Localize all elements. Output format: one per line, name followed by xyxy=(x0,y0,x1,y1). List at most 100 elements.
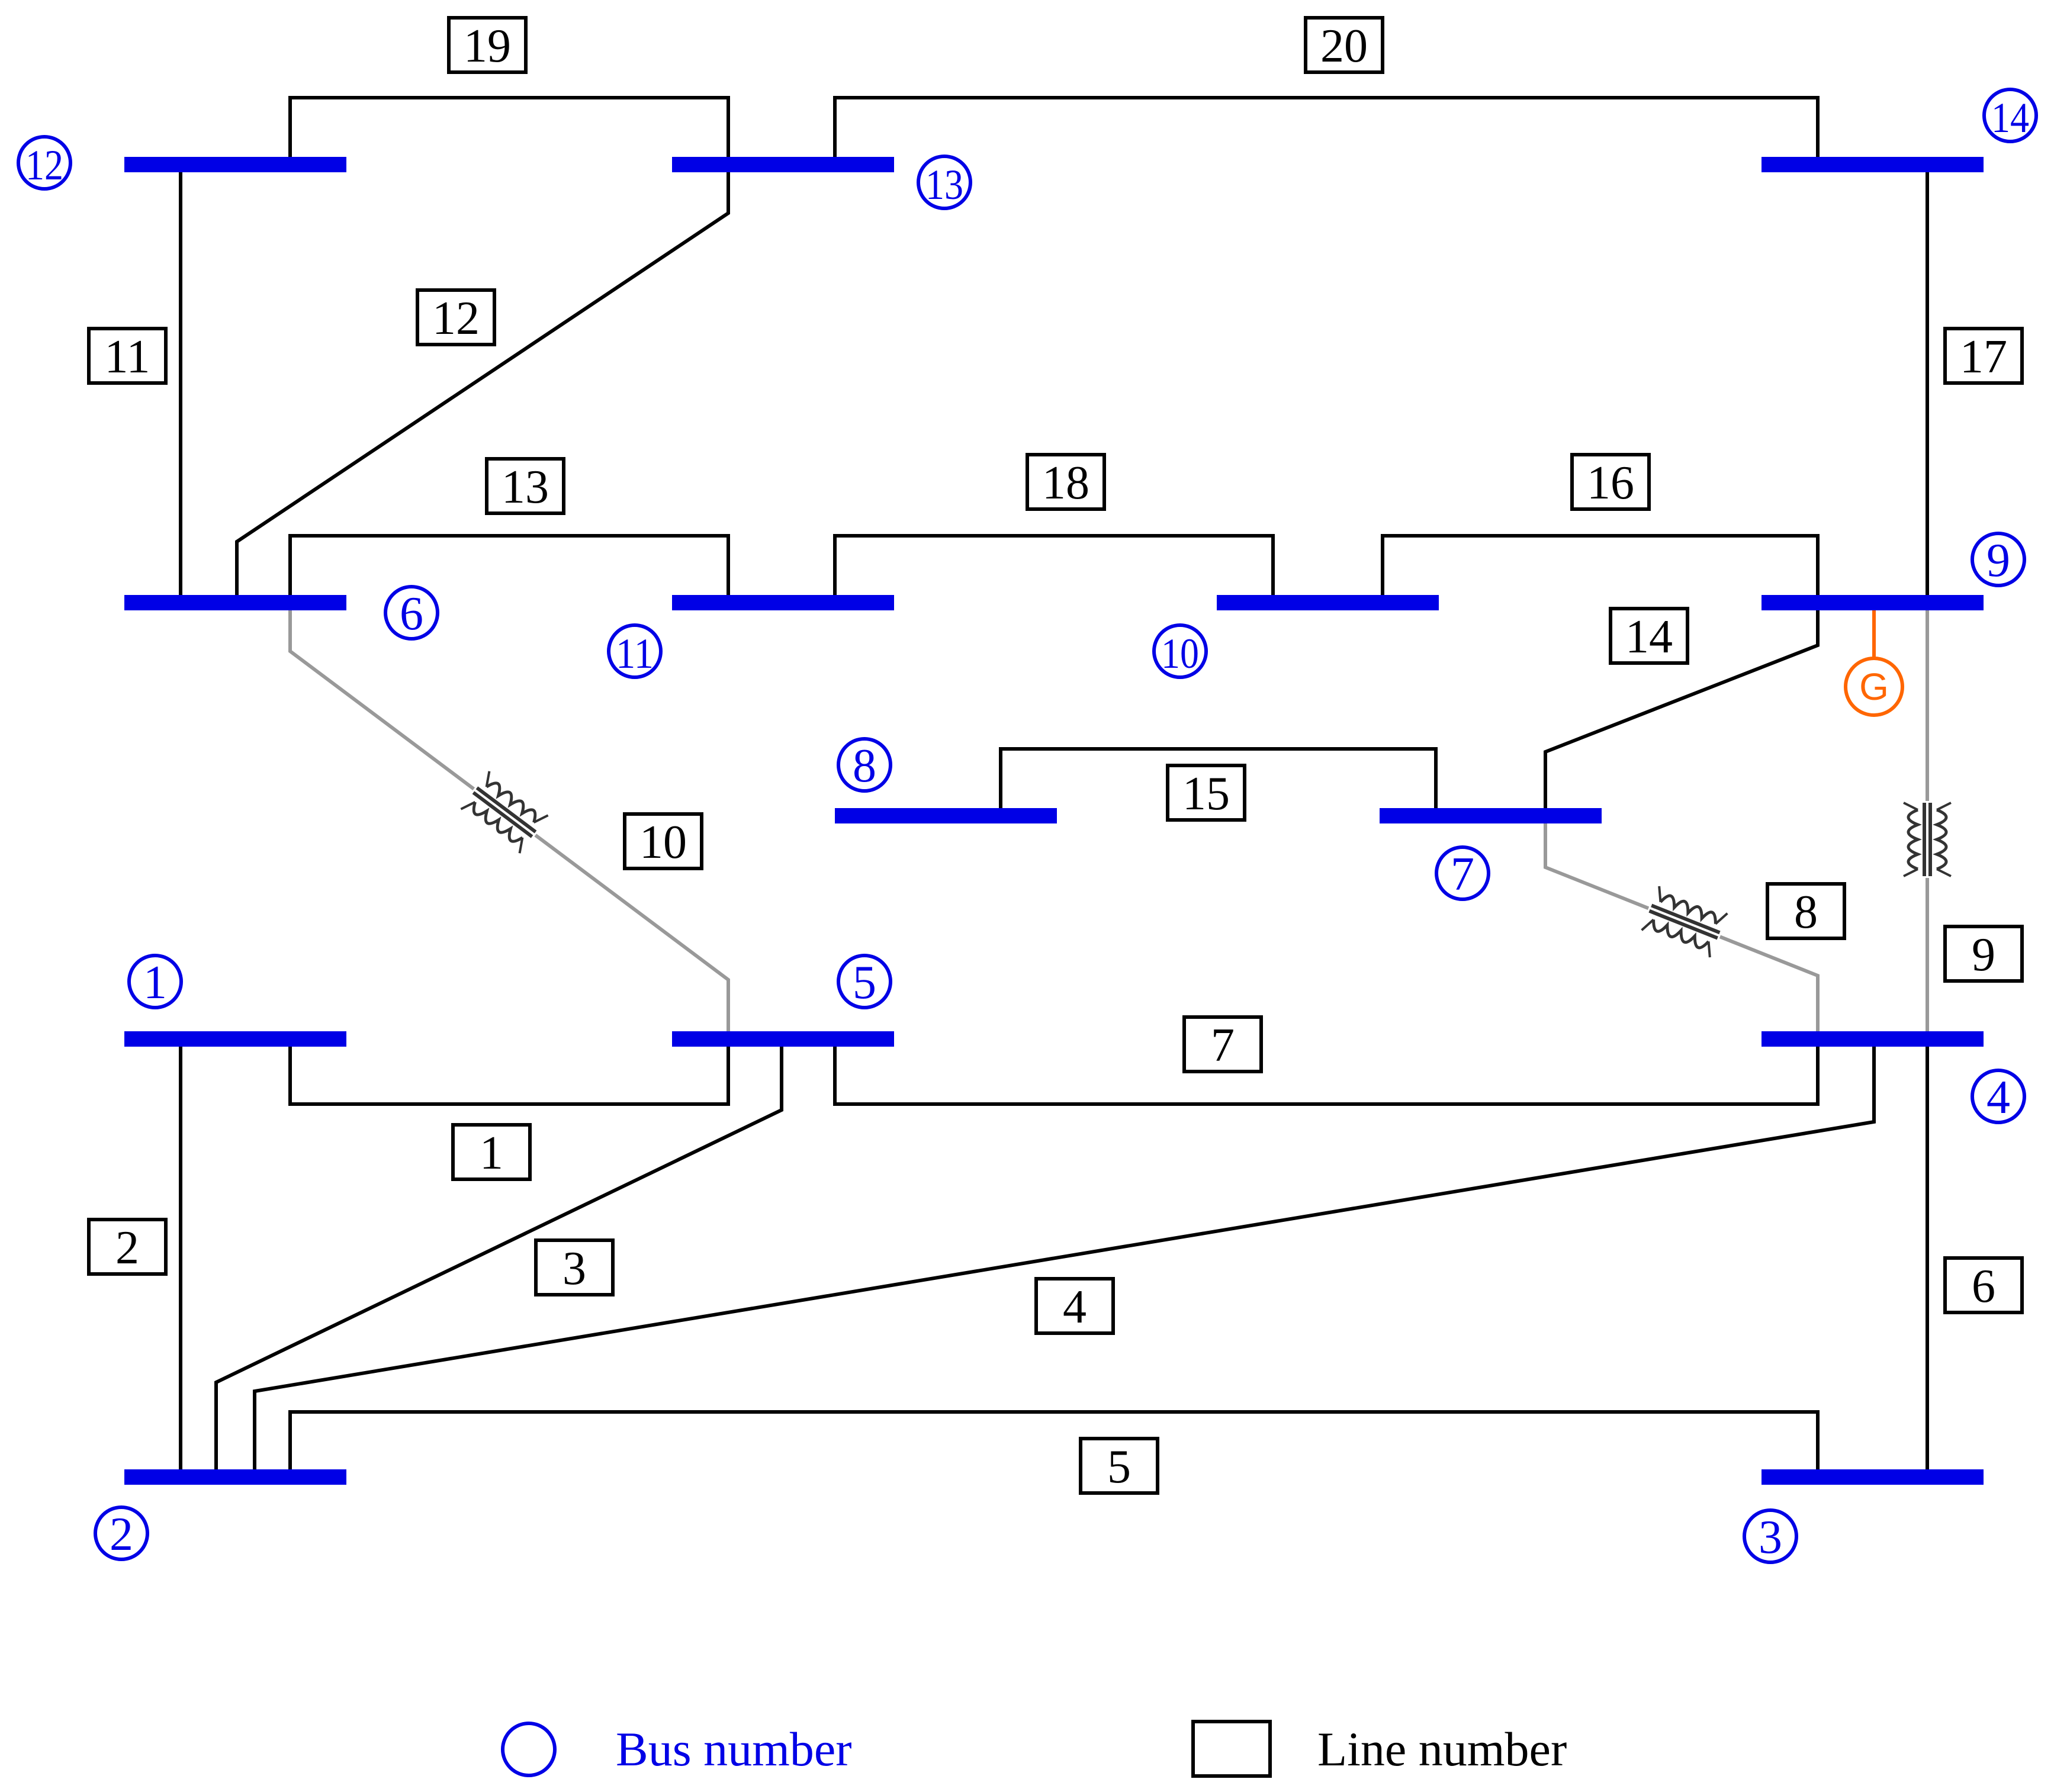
svg-text:14: 14 xyxy=(1625,611,1673,663)
line-label-20: 20 xyxy=(1304,16,1384,74)
svg-text:3: 3 xyxy=(1759,1511,1782,1563)
bus-label-13: 13 xyxy=(917,155,972,210)
line-label-6: 6 xyxy=(1943,1256,2024,1314)
bus-bar-1 xyxy=(124,1031,346,1047)
bus-bar-5 xyxy=(672,1031,894,1047)
svg-text:4: 4 xyxy=(1987,1072,2010,1124)
line-label-4: 4 xyxy=(1034,1277,1115,1335)
svg-text:7: 7 xyxy=(1451,848,1474,900)
svg-text:11: 11 xyxy=(616,630,654,677)
line-label-7: 7 xyxy=(1182,1015,1263,1073)
bus-bar-7 xyxy=(1380,808,1602,823)
svg-text:10: 10 xyxy=(639,816,687,868)
svg-text:9: 9 xyxy=(1987,535,2010,587)
line-label-3: 3 xyxy=(534,1238,615,1296)
line-19 xyxy=(288,96,730,165)
svg-text:2: 2 xyxy=(110,1508,133,1561)
line-label-5: 5 xyxy=(1079,1437,1159,1495)
svg-text:7: 7 xyxy=(1211,1019,1235,1072)
line-label-14: 14 xyxy=(1609,607,1689,665)
lines xyxy=(179,96,1929,1477)
line-12 xyxy=(235,165,730,603)
bus-bar-10 xyxy=(1217,595,1439,610)
svg-text:6: 6 xyxy=(400,588,423,640)
line-label-10: 10 xyxy=(623,812,703,870)
svg-text:1: 1 xyxy=(143,957,167,1009)
line-label-13: 13 xyxy=(485,457,565,515)
line-20 xyxy=(833,96,1820,165)
legend-bus-text: Bus number xyxy=(616,1722,852,1776)
bus-label-8: 8 xyxy=(837,737,892,793)
transformer-line-8 xyxy=(1641,886,1728,958)
svg-text:2: 2 xyxy=(115,1222,139,1274)
line-label-12: 12 xyxy=(416,288,496,346)
line-label-17: 17 xyxy=(1943,327,2024,385)
bus-label-14: 14 xyxy=(1982,88,2038,143)
svg-text:17: 17 xyxy=(1960,331,2007,383)
bus-bar-3 xyxy=(1762,1469,1984,1485)
line-1 xyxy=(288,1039,730,1106)
svg-text:1: 1 xyxy=(480,1127,503,1179)
line-label-19: 19 xyxy=(447,16,528,74)
bus-bar-8 xyxy=(835,808,1057,823)
svg-text:11: 11 xyxy=(104,331,150,383)
line-label-8: 8 xyxy=(1766,882,1846,940)
line-label-9: 9 xyxy=(1943,925,2024,983)
bus-label-4: 4 xyxy=(1971,1069,2026,1124)
bus-bar-14 xyxy=(1762,157,1984,172)
bus-bar-2 xyxy=(124,1469,346,1485)
bus-label-11: 11 xyxy=(607,623,663,679)
bus-bar-9 xyxy=(1762,595,1984,610)
bus-bars xyxy=(124,157,1984,1485)
svg-text:5: 5 xyxy=(853,957,876,1009)
line-7 xyxy=(833,1039,1820,1106)
line-18 xyxy=(833,534,1275,603)
svg-text:14: 14 xyxy=(1991,94,2029,141)
line-label-1: 1 xyxy=(451,1123,532,1181)
bus-label-7: 7 xyxy=(1435,845,1490,901)
generator: G xyxy=(1844,603,1904,717)
line-3 xyxy=(214,1039,783,1477)
svg-text:8: 8 xyxy=(853,740,876,792)
bus-label-2: 2 xyxy=(94,1505,149,1561)
legend-bus-icon xyxy=(501,1722,557,1777)
line-labels: 1 2 3 4 5 6 7 8 xyxy=(87,16,2024,1495)
svg-text:12: 12 xyxy=(432,292,480,345)
line-5 xyxy=(288,1410,1820,1477)
line-label-11: 11 xyxy=(87,327,168,385)
bus-labels: 1 2 3 4 5 6 7 8 xyxy=(17,88,2038,1564)
svg-text:6: 6 xyxy=(1972,1260,1995,1312)
line-label-18: 18 xyxy=(1026,453,1106,511)
generator-icon xyxy=(1844,657,1904,717)
legend: Bus number Line number xyxy=(501,1720,1567,1778)
svg-text:13: 13 xyxy=(925,161,963,208)
bus-label-12: 12 xyxy=(17,135,72,191)
bus-label-6: 6 xyxy=(384,585,439,641)
transformer-line-10 xyxy=(460,771,549,854)
bus-label-9: 9 xyxy=(1971,532,2026,587)
bus-label-1: 1 xyxy=(127,954,183,1009)
transformer-line-9 xyxy=(1903,801,1952,878)
svg-text:9: 9 xyxy=(1972,929,1995,981)
svg-text:16: 16 xyxy=(1587,457,1634,509)
line-label-15: 15 xyxy=(1166,764,1246,822)
svg-text:10: 10 xyxy=(1161,630,1199,677)
svg-text:5: 5 xyxy=(1107,1441,1131,1493)
svg-text:18: 18 xyxy=(1042,457,1089,509)
line-4 xyxy=(253,1039,1876,1477)
line-13 xyxy=(288,534,730,603)
svg-text:12: 12 xyxy=(25,141,63,189)
bus-bar-6 xyxy=(124,595,346,610)
bus-label-3: 3 xyxy=(1743,1508,1798,1564)
svg-text:19: 19 xyxy=(464,20,511,72)
bus-bar-4 xyxy=(1762,1031,1984,1047)
bus-label-10: 10 xyxy=(1152,623,1208,679)
legend-line-text: Line number xyxy=(1317,1722,1567,1776)
bus-bar-11 xyxy=(672,595,894,610)
bus-label-5: 5 xyxy=(837,954,892,1009)
svg-text:20: 20 xyxy=(1320,20,1368,72)
svg-text:13: 13 xyxy=(502,461,549,513)
svg-text:8: 8 xyxy=(1794,886,1818,938)
svg-text:3: 3 xyxy=(562,1243,586,1295)
